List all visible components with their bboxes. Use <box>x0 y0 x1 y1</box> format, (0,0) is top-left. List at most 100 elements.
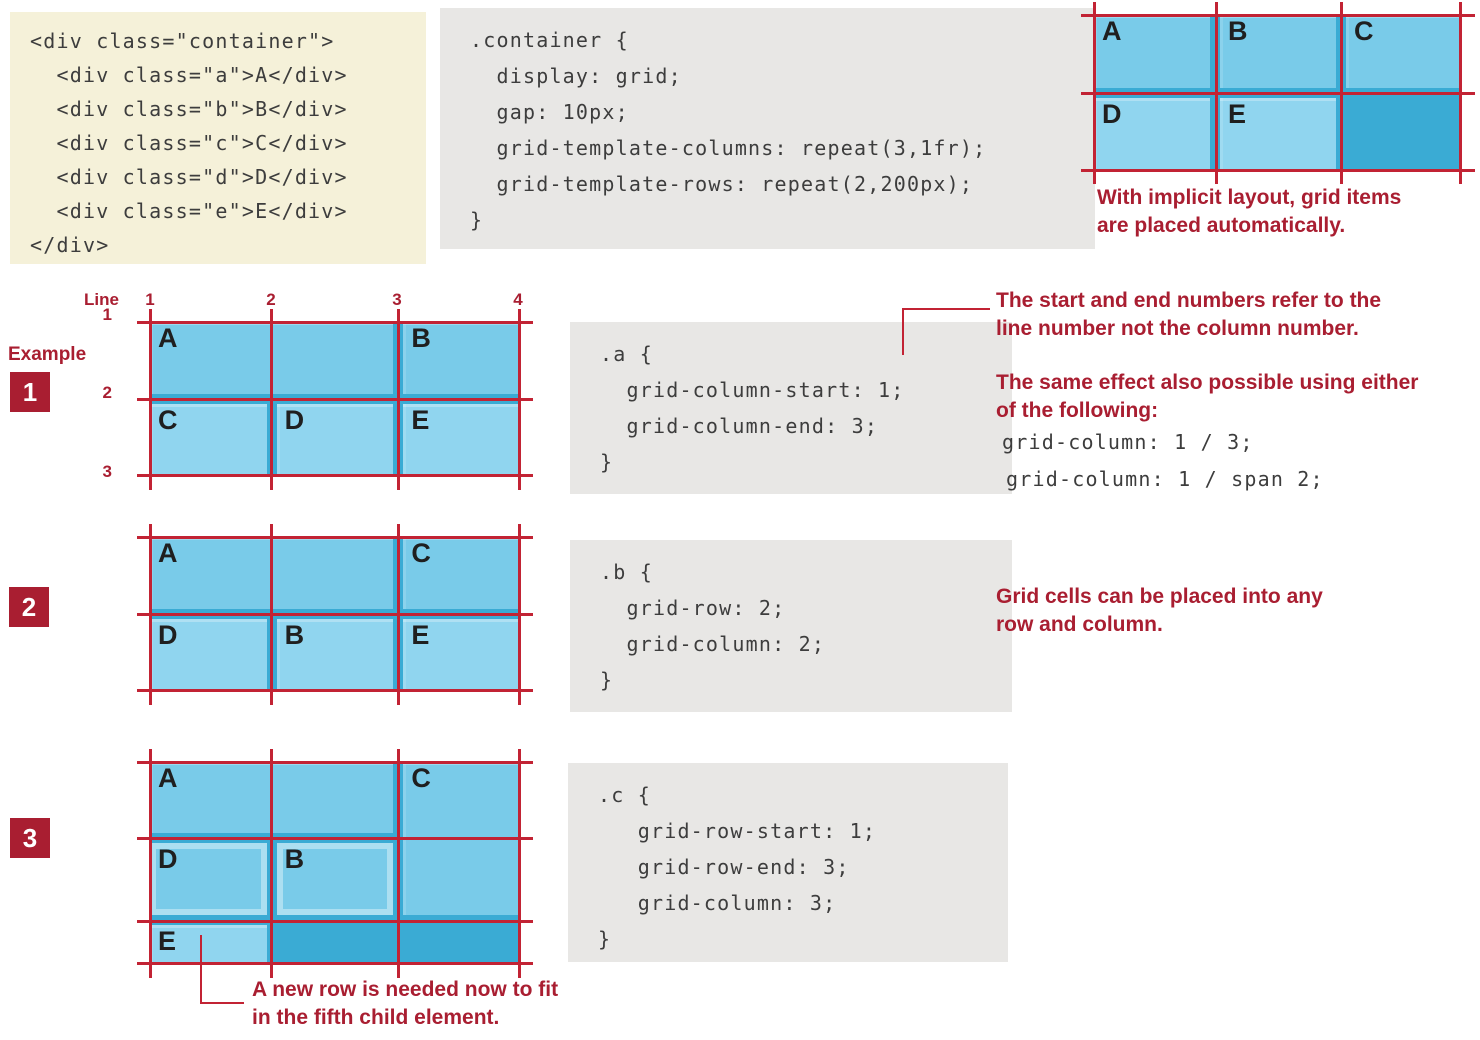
grid-line-horizontal <box>137 536 533 539</box>
code-line: gap: 10px; <box>470 100 629 124</box>
grid-cell-e: E <box>403 404 520 477</box>
row-line-number-3: 3 <box>102 462 112 481</box>
cell-label: B <box>284 844 305 874</box>
grid-cell-d: D <box>150 619 267 692</box>
grid-cell-c: C <box>1346 15 1462 88</box>
start-end-note: The start and end numbers refer to the l… <box>996 287 1466 343</box>
code-line: } <box>598 927 612 951</box>
grid-line-vertical <box>149 749 152 978</box>
html-source-block: <div class="container"> <div class="a">A… <box>10 12 426 264</box>
cell-label: A <box>158 763 178 793</box>
note-line: line number not the column number. <box>996 317 1359 340</box>
code-line: .a { <box>600 342 653 366</box>
cell-label: E <box>1228 99 1247 129</box>
grid-line-horizontal <box>137 962 533 965</box>
note-line: The same effect also possible using eith… <box>996 371 1419 394</box>
example-2-badge: 2 <box>9 587 49 627</box>
cell-label: A <box>158 538 178 568</box>
code-line: <div class="c">C</div> <box>30 131 348 155</box>
code-line: grid-row: 2; <box>600 596 786 620</box>
row-line-number-2: 2 <box>102 383 112 402</box>
new-row-note: A new row is needed now to fit in the fi… <box>252 976 672 1032</box>
grid-line-horizontal <box>137 761 533 764</box>
note-line: A new row is needed now to fit <box>252 978 559 1001</box>
code-line: .b { <box>600 560 653 584</box>
grid-line-vertical <box>397 749 400 978</box>
cell-label: C <box>158 405 178 435</box>
caption-line: are placed automatically. <box>1097 214 1346 237</box>
grid-cell-d: D <box>1094 98 1210 171</box>
cell-label: D <box>158 620 178 650</box>
grid-line-horizontal <box>137 920 533 923</box>
code-line: grid-column: 2; <box>600 632 826 656</box>
code-line: } <box>600 450 614 474</box>
code-line: grid-template-columns: repeat(3,1fr); <box>470 136 987 160</box>
grid-line-horizontal <box>1081 169 1475 172</box>
grid-line-vertical <box>270 749 273 978</box>
grid-line-horizontal <box>1081 14 1475 17</box>
code-line: grid-column-start: 1; <box>600 378 905 402</box>
cell-label: C <box>411 538 431 568</box>
code-line: grid-row-start: 1; <box>598 819 877 843</box>
cell-label: E <box>158 926 177 956</box>
rule-b-css-block: .b { grid-row: 2; grid-column: 2; } <box>570 540 1012 712</box>
grid-cell-a: A <box>1094 15 1210 88</box>
example-3-badge: 3 <box>10 818 50 858</box>
column-line-number-2: 2 <box>266 290 276 309</box>
row-line-number-1: 1 <box>102 305 112 324</box>
code-line: grid-column-end: 3; <box>600 414 879 438</box>
column-line-number-3: 3 <box>392 290 402 309</box>
code-line: } <box>600 668 614 692</box>
code-line: <div class="d">D</div> <box>30 165 348 189</box>
grid-cell-b: B <box>1220 15 1336 88</box>
code-line: display: grid; <box>470 64 682 88</box>
code-line: <div class="e">E</div> <box>30 199 348 223</box>
note-line: Grid cells can be placed into any <box>996 585 1323 608</box>
grid-line-horizontal <box>137 689 533 692</box>
cell-label: E <box>411 620 430 650</box>
example-label: Example <box>8 344 87 365</box>
cell-label: D <box>158 844 178 874</box>
grid-line-horizontal <box>1081 92 1475 95</box>
cell-label: A <box>1102 16 1122 46</box>
column-line-number-4: 4 <box>513 290 523 309</box>
grid-line-vertical <box>518 749 521 978</box>
new-row-connector-line <box>200 935 244 1004</box>
example-1-badge: 1 <box>10 372 50 412</box>
grid-line-horizontal <box>137 837 533 840</box>
grid-cell-e: E <box>403 619 520 692</box>
code-line: .c { <box>598 783 651 807</box>
code-line: <div class="container"> <box>30 29 335 53</box>
grid-line-horizontal <box>137 613 533 616</box>
rule-c-css-block: .c { grid-row-start: 1; grid-row-end: 3;… <box>568 763 1008 962</box>
cell-label: B <box>1228 16 1248 46</box>
grid-cell-b: B <box>276 619 394 692</box>
grid-line-horizontal <box>137 398 533 401</box>
grid-cell-d: D <box>150 843 267 915</box>
note-line: in the fifth child element. <box>252 1006 500 1029</box>
grid-cell-e: E <box>1220 98 1336 171</box>
code-line: <div class="b">B</div> <box>30 97 348 121</box>
cell-label: C <box>411 763 431 793</box>
callout-connector-line <box>902 308 990 355</box>
cell-label: E <box>411 405 430 435</box>
code-line: grid-template-rows: repeat(2,200px); <box>470 172 974 196</box>
placement-note: Grid cells can be placed into any row an… <box>996 583 1416 639</box>
cell-label: D <box>1102 99 1122 129</box>
grid-cell-e: E <box>150 925 267 965</box>
column-line-number-1: 1 <box>145 290 155 309</box>
grid-cell-b: B <box>403 322 520 394</box>
example1-grid-diagram: A B C D E <box>137 309 533 490</box>
note-line: The start and end numbers refer to the <box>996 289 1382 312</box>
same-effect-note: The same effect also possible using eith… <box>996 369 1476 425</box>
cell-label: A <box>158 323 178 353</box>
line-axis-label: Line <box>84 290 119 309</box>
cell-label: B <box>284 620 305 650</box>
cell-label: B <box>411 323 431 353</box>
code-line: .container { <box>470 28 629 52</box>
grid-line-horizontal <box>137 474 533 477</box>
note-line: of the following: <box>996 399 1159 422</box>
example2-grid-diagram: A C D B E <box>137 524 533 705</box>
cell-label: D <box>284 405 305 435</box>
grid-column-span-line: grid-column: 1 / span 2; <box>1006 467 1324 491</box>
